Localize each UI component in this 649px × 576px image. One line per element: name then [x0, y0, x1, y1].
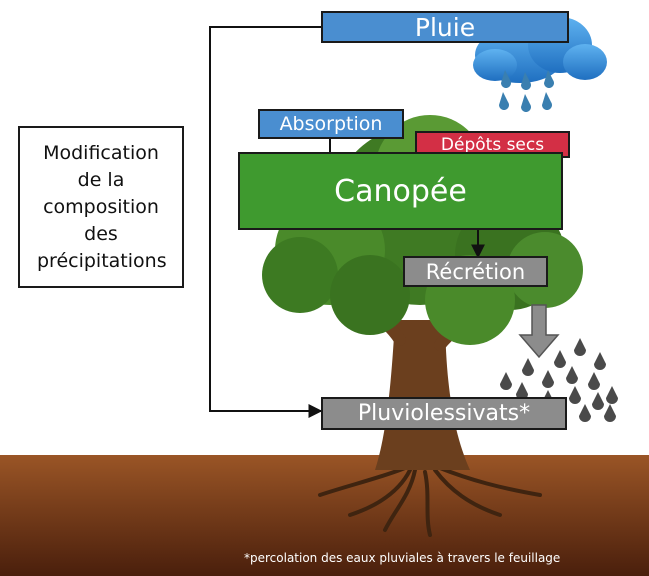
canopee-box: Canopée	[238, 152, 563, 230]
pluie-to-pluviolessivats-connector	[209, 26, 323, 418]
throughfall-arrow	[518, 304, 560, 359]
modification-label: Modification de la composition des préci…	[18, 126, 184, 288]
absorption-box: Absorption	[258, 109, 404, 139]
recretion-box: Récrétion	[403, 256, 548, 287]
footnote: *percolation des eaux pluviales à traver…	[244, 551, 561, 565]
pluviolessivats-box: Pluviolessivats*	[321, 397, 567, 430]
pluie-box: Pluie	[321, 11, 569, 43]
tree-trunk	[375, 320, 470, 470]
tree-roots	[318, 466, 542, 537]
raindrops-icon	[499, 70, 554, 113]
throughfall-drops-icon	[500, 338, 618, 422]
soil	[0, 455, 649, 576]
